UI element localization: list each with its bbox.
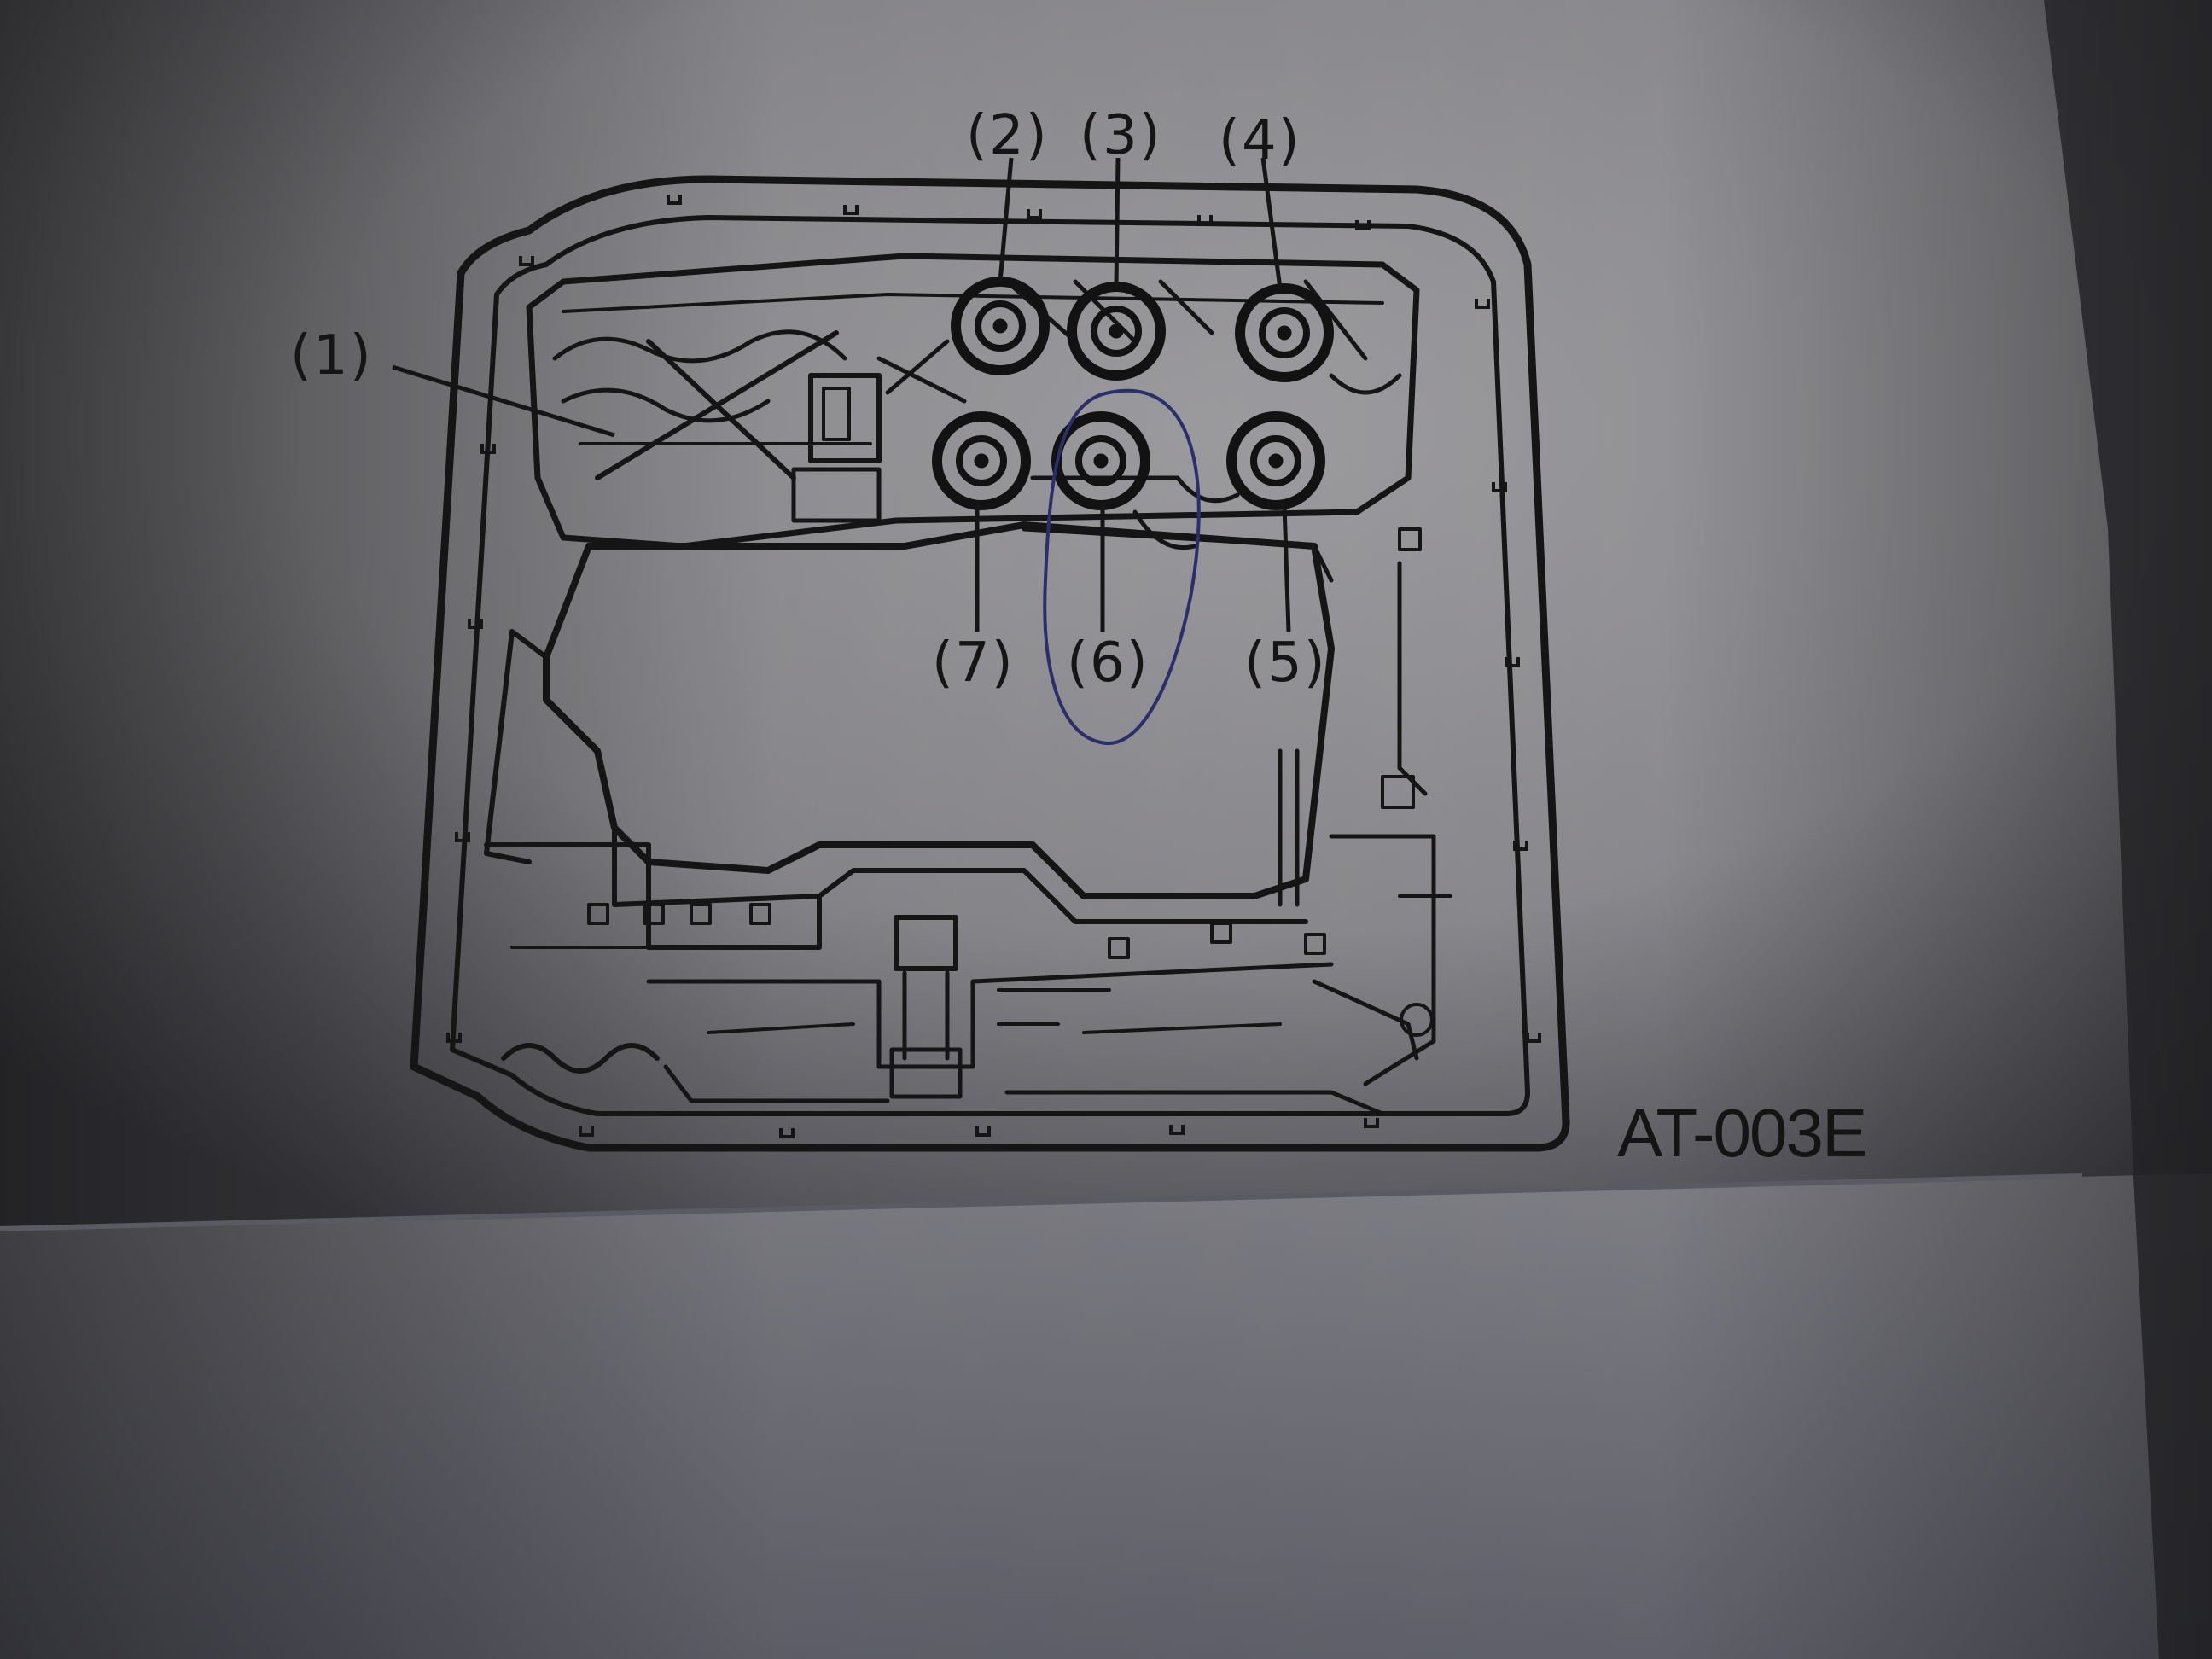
callout-2: (2) (966, 104, 1049, 167)
bolt-icon (1513, 841, 1528, 851)
callout-7: (7) (932, 632, 1015, 695)
solenoid-icon (1235, 283, 1334, 382)
bolt-icon (1475, 299, 1490, 309)
solenoid-icon (1051, 411, 1150, 510)
solenoid-icon (932, 411, 1031, 510)
figure-code: AT-003E (1617, 1095, 1867, 1171)
valve-block-top (526, 253, 1420, 550)
leader-lines (392, 157, 1291, 632)
leader-3 (1114, 157, 1121, 288)
leader-1 (392, 364, 615, 438)
leader-2 (998, 157, 1014, 282)
pan-inner-outline (450, 215, 1530, 1116)
bolt-icon (468, 619, 483, 629)
bolt-icon (779, 1128, 795, 1138)
bolt-icon (455, 832, 470, 842)
center-cavity (543, 521, 1335, 899)
bolt-icon (446, 1033, 462, 1043)
callout-1: (1) (290, 324, 373, 387)
bolt-icon (975, 1126, 991, 1137)
bolt-icon (1505, 657, 1520, 667)
bolt-icon (1355, 220, 1371, 230)
bolt-icon (519, 256, 534, 266)
bolt-icon (1169, 1125, 1185, 1135)
bolt-icon (1197, 215, 1213, 225)
bolt-icon (1364, 1118, 1379, 1128)
callout-6: (6) (1067, 632, 1150, 695)
leader-4 (1260, 157, 1283, 289)
bolt-icon (1492, 482, 1507, 492)
pan-outer-outline (410, 175, 1570, 1152)
solenoid-group (932, 276, 1334, 510)
callout-4: (4) (1219, 109, 1301, 172)
bolt-icon (579, 1126, 594, 1137)
leader-5 (1282, 504, 1291, 632)
bolt-icon (1027, 209, 1042, 219)
bolt-icon-group (446, 195, 1541, 1138)
bolt-icon (667, 195, 682, 205)
solenoid-icon (1226, 411, 1325, 510)
callout-5: (5) (1244, 632, 1327, 695)
bolt-icon (480, 444, 496, 454)
callout-3: (3) (1080, 104, 1162, 167)
bolt-icon (1526, 1033, 1541, 1043)
pen-circle-mark (1043, 389, 1201, 746)
bolt-icon (843, 205, 859, 215)
